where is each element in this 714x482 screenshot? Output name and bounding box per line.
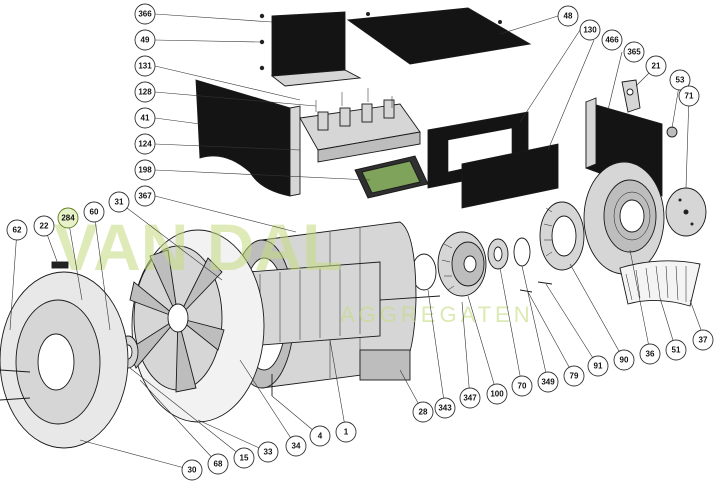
leader-lines bbox=[9, 13, 705, 471]
svg-text:130: 130 bbox=[583, 26, 597, 35]
svg-text:30: 30 bbox=[188, 466, 197, 475]
svg-text:366: 366 bbox=[138, 10, 152, 19]
top-cover-plate bbox=[346, 7, 532, 65]
callout-90[interactable]: 90 bbox=[613, 349, 635, 371]
svg-text:70: 70 bbox=[518, 382, 527, 391]
callout-466[interactable]: 466 bbox=[601, 29, 623, 51]
exciter-stator bbox=[539, 201, 585, 271]
callout-366[interactable]: 366 bbox=[134, 3, 156, 25]
callout-21[interactable]: 21 bbox=[645, 55, 667, 77]
svg-text:79: 79 bbox=[570, 372, 579, 381]
callout-28[interactable]: 28 bbox=[412, 401, 434, 423]
callout-22[interactable]: 22 bbox=[33, 215, 55, 237]
svg-text:349: 349 bbox=[541, 378, 555, 387]
svg-text:4: 4 bbox=[318, 432, 323, 441]
callout-130[interactable]: 130 bbox=[579, 19, 601, 41]
callout-198[interactable]: 198 bbox=[134, 159, 156, 181]
callout-367[interactable]: 367 bbox=[134, 185, 156, 207]
svg-text:37: 37 bbox=[699, 336, 708, 345]
svg-text:68: 68 bbox=[214, 460, 223, 469]
callout-1[interactable]: 1 bbox=[335, 421, 357, 443]
callout-36[interactable]: 36 bbox=[639, 343, 661, 365]
callout-284[interactable]: 284 bbox=[57, 207, 79, 229]
terminal-board bbox=[299, 88, 421, 163]
exciter-rotor bbox=[437, 231, 487, 297]
svg-text:41: 41 bbox=[141, 114, 150, 123]
callout-124[interactable]: 124 bbox=[134, 133, 156, 155]
callout-91[interactable]: 91 bbox=[587, 355, 609, 377]
svg-text:15: 15 bbox=[240, 454, 249, 463]
callout-131[interactable]: 131 bbox=[134, 55, 156, 77]
watermark-subtitle: AGGREGATEN bbox=[340, 302, 534, 327]
callout-71[interactable]: 71 bbox=[678, 85, 700, 107]
svg-text:62: 62 bbox=[13, 226, 22, 235]
callout-343[interactable]: 343 bbox=[434, 397, 456, 419]
callout-15[interactable]: 15 bbox=[233, 447, 255, 469]
callout-60[interactable]: 60 bbox=[83, 201, 105, 223]
svg-text:90: 90 bbox=[620, 356, 629, 365]
svg-text:198: 198 bbox=[138, 166, 152, 175]
svg-text:124: 124 bbox=[138, 140, 152, 149]
terminal-box-side-panel bbox=[195, 79, 301, 197]
svg-text:49: 49 bbox=[141, 36, 150, 45]
svg-text:347: 347 bbox=[463, 394, 477, 403]
svg-text:128: 128 bbox=[138, 88, 152, 97]
svg-text:22: 22 bbox=[40, 222, 49, 231]
svg-text:48: 48 bbox=[564, 12, 573, 21]
bearing-ring-set bbox=[487, 237, 531, 270]
svg-text:367: 367 bbox=[138, 192, 152, 201]
air-outlet-panel bbox=[461, 143, 559, 209]
callout-68[interactable]: 68 bbox=[207, 453, 229, 475]
svg-text:31: 31 bbox=[115, 198, 124, 207]
svg-text:60: 60 bbox=[90, 208, 99, 217]
callout-4[interactable]: 4 bbox=[309, 425, 331, 447]
callout-128[interactable]: 128 bbox=[134, 81, 156, 103]
svg-text:71: 71 bbox=[685, 92, 694, 101]
callout-30[interactable]: 30 bbox=[181, 459, 203, 481]
svg-text:1: 1 bbox=[344, 428, 349, 437]
lifting-bracket bbox=[621, 79, 678, 138]
voltage-regulator-board bbox=[354, 155, 429, 199]
inspection-cover-disc bbox=[665, 187, 707, 237]
callout-41[interactable]: 41 bbox=[134, 107, 156, 129]
svg-text:28: 28 bbox=[419, 408, 428, 417]
callout-33[interactable]: 33 bbox=[257, 441, 279, 463]
callout-37[interactable]: 37 bbox=[692, 329, 714, 351]
callout-48[interactable]: 48 bbox=[557, 5, 579, 27]
rear-protection-grille bbox=[619, 260, 701, 307]
cooling-fan bbox=[127, 229, 265, 423]
svg-text:131: 131 bbox=[138, 62, 152, 71]
callout-100[interactable]: 100 bbox=[486, 383, 508, 405]
terminal-cover-top bbox=[259, 11, 362, 87]
front-end-shield bbox=[0, 271, 129, 449]
svg-text:34: 34 bbox=[292, 442, 301, 451]
svg-text:343: 343 bbox=[438, 404, 452, 413]
callout-34[interactable]: 34 bbox=[285, 435, 307, 457]
rear-end-shield bbox=[583, 161, 665, 275]
callout-79[interactable]: 79 bbox=[563, 365, 585, 387]
callout-49[interactable]: 49 bbox=[134, 29, 156, 51]
callout-53[interactable]: 53 bbox=[669, 69, 691, 91]
svg-text:91: 91 bbox=[594, 362, 603, 371]
callout-70[interactable]: 70 bbox=[511, 375, 533, 397]
callout-62[interactable]: 62 bbox=[6, 219, 28, 241]
svg-text:466: 466 bbox=[605, 36, 619, 45]
svg-text:51: 51 bbox=[672, 346, 681, 355]
callout-365[interactable]: 365 bbox=[623, 41, 645, 63]
svg-text:100: 100 bbox=[490, 390, 504, 399]
callout-349[interactable]: 349 bbox=[537, 371, 559, 393]
callout-347[interactable]: 347 bbox=[459, 387, 481, 409]
svg-text:284: 284 bbox=[61, 214, 75, 223]
svg-text:33: 33 bbox=[264, 448, 273, 457]
svg-text:21: 21 bbox=[652, 62, 661, 71]
callout-51[interactable]: 51 bbox=[665, 339, 687, 361]
callout-31[interactable]: 31 bbox=[108, 191, 130, 213]
svg-text:365: 365 bbox=[627, 48, 641, 57]
svg-text:36: 36 bbox=[646, 350, 655, 359]
svg-text:53: 53 bbox=[676, 76, 685, 85]
